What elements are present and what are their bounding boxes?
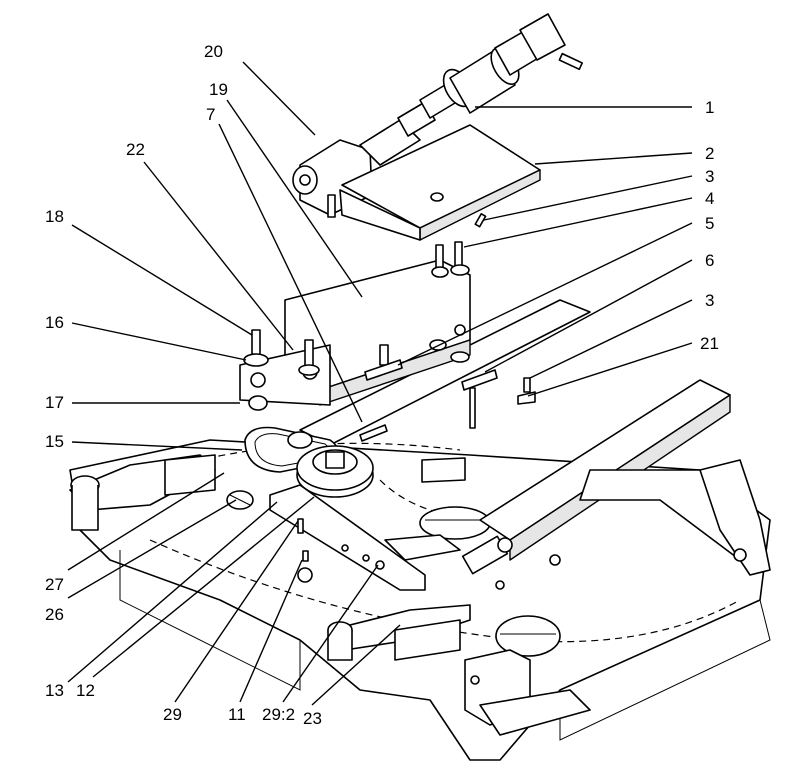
- callout-20: 20: [204, 42, 223, 61]
- front-plate: [164, 454, 466, 661]
- pto-shield: [339, 124, 541, 241]
- callout-29: 29: [163, 705, 182, 724]
- callout-26: 26: [45, 605, 64, 624]
- callout-12: 12: [76, 681, 95, 700]
- callout-17: 17: [45, 393, 64, 412]
- callout-1: 1: [705, 98, 714, 117]
- callout-labels: 20 19 7 22 18 16 17 15 27 26 13 12 29 11…: [45, 42, 719, 728]
- callout-5: 5: [705, 214, 714, 233]
- callout-4: 4: [705, 189, 714, 208]
- callout-23: 23: [303, 709, 322, 728]
- callout-13: 13: [45, 681, 64, 700]
- callout-19: 19: [209, 80, 228, 99]
- callout-16: 16: [45, 313, 64, 332]
- callout-3-top: 3: [705, 167, 714, 186]
- callout-11: 11: [228, 705, 246, 724]
- callout-18: 18: [45, 207, 64, 226]
- mower-deck: [69, 439, 771, 761]
- callout-27: 27: [45, 575, 64, 594]
- callout-22: 22: [126, 140, 145, 159]
- callout-7: 7: [206, 105, 215, 124]
- leader-lines: [67, 61, 693, 706]
- callout-21: 21: [700, 334, 719, 353]
- callout-6: 6: [705, 251, 714, 270]
- frame-rails: [299, 299, 761, 590]
- hardware: [243, 241, 536, 442]
- rear-bracket: [464, 459, 771, 736]
- callout-3-right: 3: [705, 291, 714, 310]
- callout-29-2: 29:2: [262, 705, 295, 724]
- callout-2: 2: [705, 144, 714, 163]
- callout-15: 15: [45, 432, 64, 451]
- belt-and-pulley: [244, 426, 374, 498]
